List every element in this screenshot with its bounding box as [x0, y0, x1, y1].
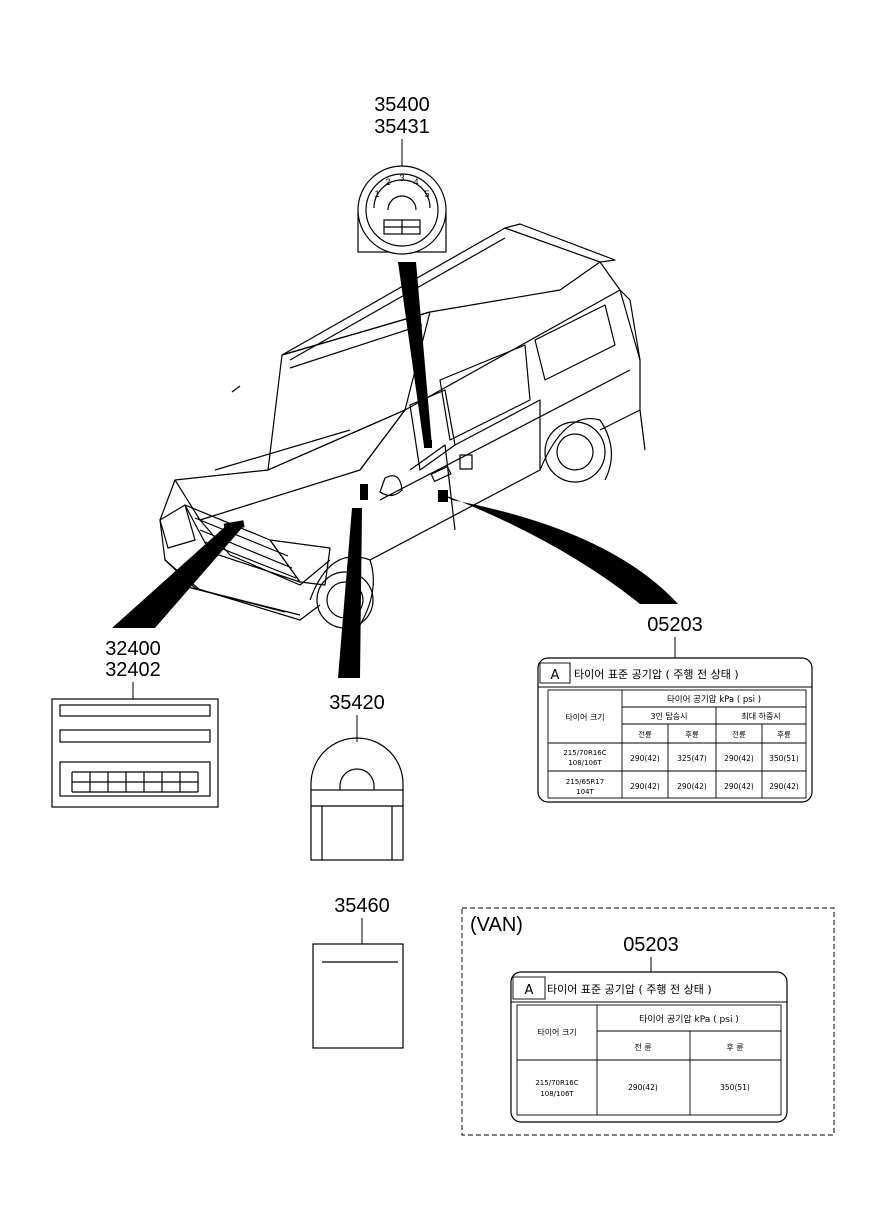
van-tire-size-header: 타이어 크기	[537, 1027, 576, 1037]
svg-text:2: 2	[385, 177, 390, 187]
emission-label	[51, 698, 219, 808]
van-value-rear: 350(51)	[720, 1083, 750, 1092]
row2-value: 290(42)	[769, 782, 799, 791]
leader-wedges	[112, 262, 678, 678]
pressure-header: 타이어 공기압 kPa ( psi )	[667, 694, 761, 705]
van-value-front: 290(42)	[628, 1083, 658, 1092]
svg-text:1: 1	[374, 189, 379, 199]
van-tire-pressure-label: A 타이어 표준 공기압 ( 주행 전 상태 ) 타이어 크기 타이어 공기압 …	[510, 971, 788, 1123]
hood-label-location-mark	[223, 520, 245, 531]
col-rear-2: 후륜	[777, 730, 791, 739]
row1-size-line2: 108/106T	[568, 759, 602, 767]
pad-location-mark	[360, 484, 368, 500]
van-label-title: 타이어 표준 공기압 ( 주행 전 상태 )	[547, 983, 712, 996]
col-rear-1: 후륜	[685, 730, 699, 739]
group-3-passengers: 3인 탑승시	[650, 711, 687, 721]
van-section-frame	[461, 907, 835, 1136]
svg-text:5: 5	[424, 189, 429, 199]
row1-value: 290(42)	[724, 754, 754, 763]
plain-label	[312, 943, 404, 1049]
row2-size-line2: 104T	[576, 788, 594, 796]
fuel-gauge-label	[357, 165, 447, 255]
row2-size-line1: 215/65R17	[566, 778, 604, 786]
svg-text:4: 4	[413, 177, 418, 187]
van-row-size-line1: 215/70R16C	[535, 1079, 578, 1087]
tire-pressure-label: A 타이어 표준 공기압 ( 주행 전 상태 ) 타이어 크기 타이어 공기압 …	[537, 657, 813, 803]
part-number-05203: 05203	[647, 614, 703, 636]
part-number-32402: 32402	[105, 659, 161, 681]
van-col-rear: 후 륜	[726, 1043, 743, 1052]
row2-value: 290(42)	[724, 782, 754, 791]
pad-label	[310, 737, 404, 861]
row1-value: 350(51)	[769, 754, 799, 763]
row1-value: 290(42)	[630, 754, 660, 763]
tire-label-location-mark	[438, 490, 448, 502]
row2-value: 290(42)	[630, 782, 660, 791]
row1-size-line1: 215/70R16C	[563, 749, 606, 757]
part-number-35420: 35420	[329, 692, 385, 714]
col-front-2: 전륜	[732, 729, 746, 739]
tire-label-badge: A	[551, 668, 560, 683]
van-pressure-header: 타이어 공기압 kPa ( psi )	[639, 1013, 739, 1025]
row1-value: 325(47)	[677, 754, 707, 763]
van-col-front: 전 륜	[634, 1042, 651, 1052]
van-label-badge: A	[525, 983, 534, 998]
van-section-heading: (VAN)	[470, 914, 523, 936]
part-number-35400: 35400	[374, 94, 430, 116]
gauge-marks: 1 2 3 4 5	[374, 173, 429, 199]
svg-text:3: 3	[399, 173, 404, 183]
group-max-load: 최대 하중시	[741, 711, 780, 721]
gauge-location-mark	[424, 440, 432, 448]
row2-value: 290(42)	[677, 782, 707, 791]
tire-label-title: 타이어 표준 공기압 ( 주행 전 상태 )	[574, 668, 739, 681]
part-number-32400: 32400	[105, 638, 161, 660]
van-row-size-line2: 108/106T	[540, 1090, 574, 1098]
tire-size-header: 타이어 크기	[565, 712, 604, 722]
part-number-35431: 35431	[374, 116, 430, 138]
part-number-35460: 35460	[334, 895, 390, 917]
col-front-1: 전륜	[638, 729, 652, 739]
part-number-05203-van: 05203	[623, 934, 679, 956]
